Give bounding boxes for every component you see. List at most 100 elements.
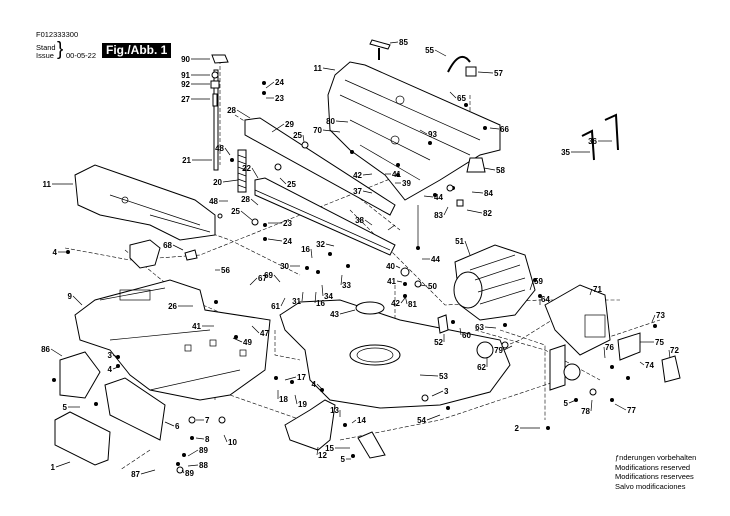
- hardware-fasteners: [52, 81, 657, 474]
- leader-line: [250, 198, 259, 206]
- callout-29: 29: [271, 120, 294, 133]
- callout-22: 22: [242, 164, 259, 179]
- callout-number: 37: [353, 187, 362, 196]
- callout-48: 48: [215, 144, 231, 156]
- brace-symbol: }: [57, 39, 64, 60]
- callout-number: 38: [355, 216, 364, 225]
- callout-3: 3: [431, 387, 449, 397]
- switch-box: [544, 284, 611, 356]
- leader-line: [484, 326, 497, 329]
- bracket-switch: [549, 344, 566, 391]
- callout-number: 34: [324, 292, 333, 301]
- callout-93: 93: [419, 129, 437, 139]
- callout-number: 28: [227, 106, 236, 115]
- callout-number: 41: [392, 170, 401, 179]
- callout-17: 17: [284, 373, 306, 382]
- leader-line: [294, 394, 298, 405]
- callout-18: 18: [277, 390, 288, 404]
- callout-16: 16: [301, 245, 313, 259]
- callout-number: 15: [325, 444, 334, 453]
- callout-83: 83: [434, 206, 449, 220]
- callout-5: 5: [564, 399, 577, 408]
- callout-number: 41: [387, 277, 396, 286]
- callout-number: 25: [231, 207, 240, 216]
- callout-89: 89: [187, 446, 208, 457]
- callout-number: 48: [215, 144, 224, 153]
- motor: [453, 244, 536, 321]
- callout-28: 28: [241, 195, 259, 206]
- callout-number: 65: [457, 94, 466, 103]
- leader-line: [351, 419, 357, 424]
- callout-70: 70: [313, 126, 341, 135]
- callout-number: 50: [428, 282, 437, 291]
- switch-72: [661, 355, 681, 383]
- leader-line: [140, 469, 156, 475]
- callout-number: 89: [199, 446, 208, 455]
- leader-line: [187, 464, 199, 467]
- leader-line: [529, 280, 534, 291]
- panel-6: [104, 377, 166, 441]
- leader-line: [112, 366, 119, 370]
- callout-92: 92: [181, 80, 210, 89]
- leader-line: [271, 123, 285, 133]
- callout-number: 20: [213, 178, 222, 187]
- callout-27: 27: [181, 95, 210, 104]
- callout-31: 31: [292, 291, 304, 306]
- hose-55: [447, 55, 471, 73]
- callout-number: 26: [168, 302, 177, 311]
- callout-number: 73: [656, 311, 665, 320]
- leader-line: [590, 399, 593, 412]
- callout-24: 24: [267, 237, 292, 246]
- callout-62: 62: [477, 358, 488, 372]
- callout-5: 5: [63, 403, 80, 412]
- callout-39: 39: [395, 179, 411, 188]
- callout-number: 59: [534, 277, 543, 286]
- callout-78: 78: [581, 399, 593, 416]
- callout-number: 18: [279, 395, 288, 404]
- callout-89: 89: [181, 469, 194, 478]
- callout-25: 25: [293, 131, 305, 143]
- callout-number: 5: [564, 399, 569, 408]
- leader-line: [172, 244, 184, 251]
- callout-56: 56: [215, 266, 230, 275]
- callout-number: 64: [541, 295, 550, 304]
- callout-number: 9: [68, 292, 73, 301]
- leader-line: [236, 109, 251, 119]
- callout-number: 84: [484, 189, 493, 198]
- callout-66: 66: [489, 125, 509, 134]
- callout-number: 60: [462, 331, 471, 340]
- document-number: F012333300: [36, 30, 79, 39]
- note-fr: Modifications reservees: [615, 472, 694, 481]
- leader-line: [419, 284, 428, 287]
- leader-line: [251, 325, 260, 334]
- callout-number: 91: [181, 71, 190, 80]
- leader-line: [284, 376, 297, 381]
- leader-line: [310, 248, 313, 259]
- leader-line: [240, 210, 253, 221]
- callout-number: 71: [593, 285, 602, 294]
- callout-number: 93: [428, 130, 437, 139]
- callout-74: 74: [639, 361, 654, 370]
- note-en: Modifications reserved: [615, 462, 691, 472]
- callout-43: 43: [330, 309, 356, 319]
- callout-9: 9: [68, 292, 83, 306]
- leader-line: [489, 127, 500, 130]
- callout-number: 2: [515, 424, 520, 433]
- callout-60: 60: [459, 327, 471, 340]
- leader-line: [431, 390, 444, 397]
- callout-41: 41: [192, 322, 214, 331]
- callout-number: 35: [561, 148, 570, 157]
- callout-number: 82: [483, 209, 492, 218]
- callout-number: 4: [312, 380, 317, 389]
- nut-57: [465, 66, 477, 77]
- callout-3: 3: [108, 351, 119, 360]
- callout-number: 16: [301, 245, 310, 254]
- callout-number: 89: [185, 469, 194, 478]
- callout-number: 11: [314, 64, 323, 73]
- hex-key-35: [581, 129, 595, 161]
- callout-5: 5: [341, 455, 351, 464]
- leader-line: [340, 274, 343, 286]
- callout-4: 4: [53, 248, 66, 257]
- leader-line: [232, 337, 243, 343]
- leader-line: [316, 383, 323, 390]
